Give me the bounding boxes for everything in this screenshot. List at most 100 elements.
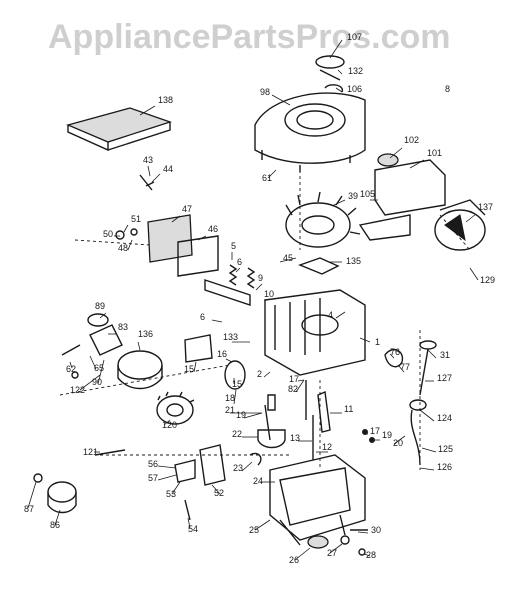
callout-label: 124 — [437, 413, 452, 423]
callout-label: 89 — [95, 301, 105, 311]
callout-leader-line — [157, 474, 177, 481]
callout-leader-line — [329, 39, 343, 59]
callout-label: 24 — [253, 476, 263, 486]
callout-leader-line — [357, 531, 369, 534]
callout-label: 18 — [225, 393, 235, 403]
callout-leader-line — [427, 349, 437, 359]
callout-label: 52 — [214, 488, 224, 498]
callout-label: 83 — [118, 322, 128, 332]
callout-label: 1 — [375, 337, 380, 347]
callout-label: 25 — [249, 525, 259, 535]
callout-label: 15 — [232, 379, 242, 389]
callout-leader-line — [279, 257, 297, 263]
callout-leader-line — [419, 409, 435, 422]
callout-label: 121 — [83, 447, 98, 457]
callout-leader-line — [225, 358, 233, 363]
callout-leader-line — [157, 465, 177, 469]
callout-label: 136 — [138, 329, 153, 339]
callout-leader-line — [27, 481, 37, 509]
callout-label: 28 — [366, 550, 376, 560]
callout-label: 47 — [182, 204, 192, 214]
callout-leader-line — [139, 105, 156, 116]
callout-label: 16 — [217, 349, 227, 359]
air-filter-pad — [66, 107, 173, 152]
callout-label: 30 — [371, 525, 381, 535]
callout-label: 13 — [290, 433, 300, 443]
callout-leader-line — [241, 461, 253, 472]
callout-leader-line — [243, 412, 263, 419]
callout-leader-line — [409, 159, 425, 169]
callout-label: 27 — [327, 548, 337, 558]
callout-leader-line — [419, 467, 435, 471]
callout-label: 132 — [348, 66, 363, 76]
camshaft — [305, 380, 331, 460]
callout-label: 107 — [347, 32, 362, 42]
control-bracket — [174, 444, 226, 521]
callout-label: 122 — [70, 385, 85, 395]
callout-leader-line — [255, 283, 263, 291]
callout-label: 22 — [232, 429, 242, 439]
recoil-starter — [434, 199, 486, 251]
callout-leader-line — [79, 374, 101, 391]
oil-seal — [384, 348, 404, 368]
callout-label: 127 — [437, 373, 452, 383]
callout-label: 8 — [445, 84, 450, 94]
callout-leader-line — [397, 364, 405, 373]
callout-leader-line — [163, 419, 171, 426]
callout-label: 50 — [103, 229, 113, 239]
callout-label: 77 — [400, 362, 410, 372]
callout-leader-line — [465, 213, 477, 223]
callout-label: 53 — [166, 489, 176, 499]
flywheel — [285, 191, 361, 275]
assembly-guide-line — [74, 239, 151, 246]
valve-springs — [204, 264, 256, 306]
callout-label: 17 — [370, 426, 380, 436]
callout-label: 26 — [289, 555, 299, 565]
callout-label: 2 — [257, 369, 262, 379]
callout-label: 15 — [184, 364, 194, 374]
callout-label: 5 — [231, 241, 236, 251]
callout-label: 43 — [143, 155, 153, 165]
callout-leader-line — [211, 319, 223, 323]
callout-leader-line — [359, 337, 371, 343]
callout-leader-line — [337, 69, 343, 75]
callout-leader-line — [97, 359, 105, 385]
callout-leader-line — [233, 389, 237, 405]
callout-label: 10 — [264, 289, 274, 299]
rewind-bracket — [315, 55, 345, 93]
carburetor-plate — [115, 214, 219, 277]
callout-label: 11 — [344, 404, 353, 414]
callout-label: 137 — [478, 202, 493, 212]
callout-label: 17 — [289, 374, 299, 384]
callout-leader-line — [69, 361, 73, 369]
blower-housing — [254, 92, 366, 172]
callout-leader-line — [267, 169, 277, 179]
cylinder-block — [264, 289, 366, 376]
callout-label: 129 — [480, 275, 495, 285]
callout-leader-line — [89, 355, 97, 370]
callout-label: 135 — [346, 256, 361, 266]
callout-label: 125 — [438, 444, 453, 454]
callout-leader-line — [421, 447, 437, 453]
callout-leader-line — [294, 547, 311, 561]
callout-leader-line — [151, 173, 161, 183]
callout-label: 76 — [390, 347, 400, 357]
callout-leader-line — [187, 517, 191, 529]
callout-leader-line — [193, 361, 197, 373]
callout-leader-line — [235, 267, 241, 273]
callout-label: 56 — [148, 459, 158, 469]
callout-leader-line — [331, 199, 346, 207]
callout-leader-line — [335, 87, 343, 93]
assembly-guide-line — [59, 364, 231, 396]
callout-label: 120 — [162, 420, 177, 430]
callout-label: 105 — [360, 189, 375, 199]
governor-assembly — [184, 334, 246, 390]
callout-label: 44 — [163, 164, 173, 174]
crankcase-base — [269, 454, 366, 546]
callout-label: 138 — [158, 95, 173, 105]
callout-label: 106 — [347, 84, 362, 94]
callout-leader-line — [263, 371, 271, 378]
callout-label: 39 — [348, 191, 358, 201]
callout-leader-line — [99, 312, 107, 319]
